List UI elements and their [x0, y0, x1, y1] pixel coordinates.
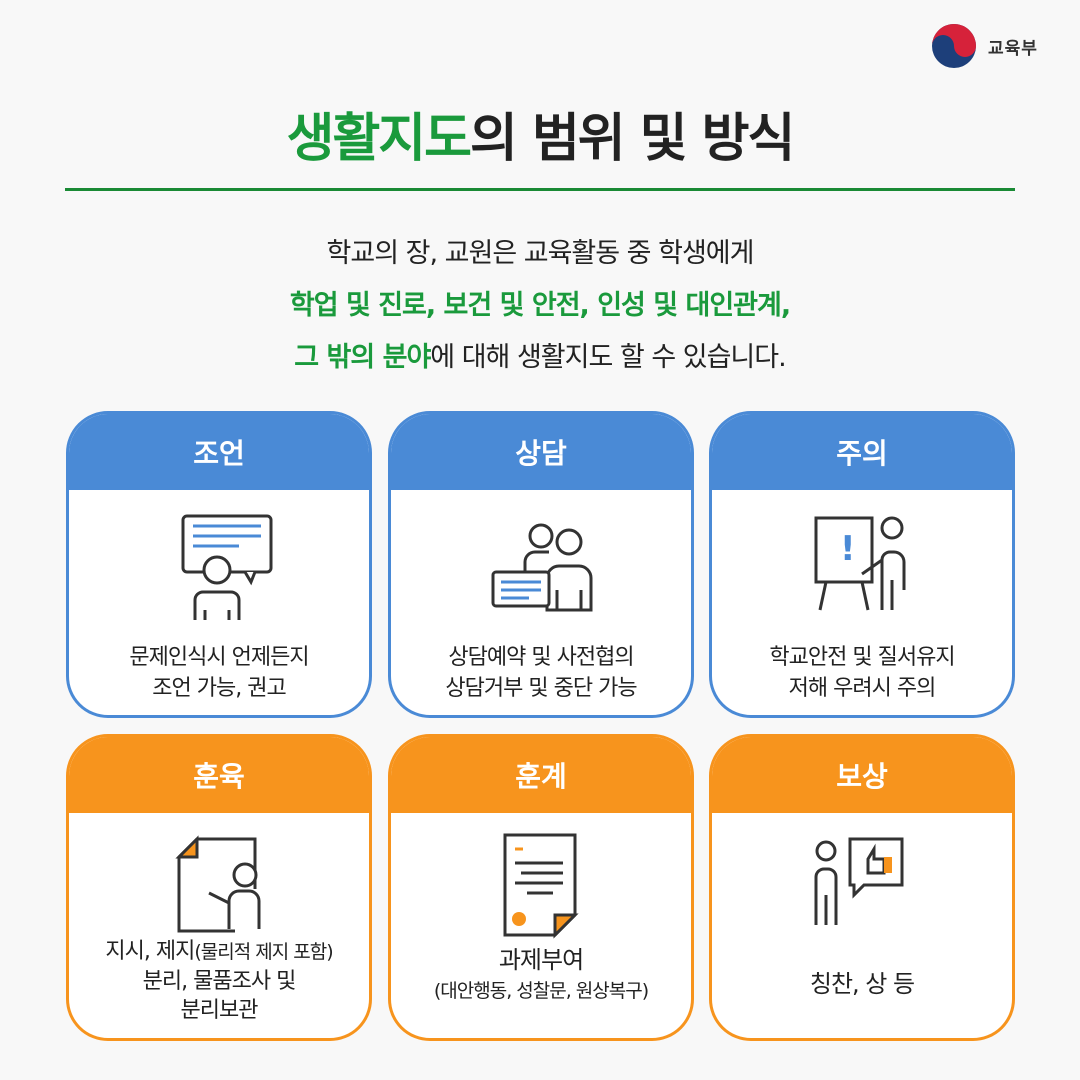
card-text-line: 분리, 물품조사 및: [142, 969, 297, 994]
card-text-line: 분리보관: [180, 998, 259, 1023]
card-admonition: 훈계 과제부여 (대안행동, 성찰문, 원상복구): [388, 734, 694, 1041]
card-title: 훈계: [391, 737, 691, 813]
assignment-document-icon: [503, 833, 579, 939]
instruction-document-icon: [175, 835, 261, 933]
presentation-person-icon: [181, 514, 273, 620]
svg-text:!: !: [840, 529, 856, 569]
intro-line-3-highlight: 그 밖의 분야: [294, 342, 431, 373]
card-text-line: (대안행동, 성찰문, 원상복구): [433, 980, 649, 1002]
card-text-line: 칭찬, 상 등: [809, 970, 915, 998]
card-title: 보상: [712, 737, 1012, 813]
counseling-people-icon: [491, 523, 593, 612]
intro-line-3: 그 밖의 분야에 대해 생활지도 할 수 있습니다.: [0, 332, 1080, 384]
card-text-line: 상담거부 및 중단 가능: [445, 676, 637, 701]
card-text-line: 지시, 제지(물리적 제지 포함): [105, 939, 333, 964]
card-title: 주의: [712, 414, 1012, 490]
card-text-line: 문제인식시 언제든지: [129, 645, 309, 670]
intro-line-2: 학업 및 진로, 보건 및 안전, 인성 및 대인관계,: [289, 290, 791, 321]
card-text-line: 조언 가능, 권고: [152, 676, 286, 701]
card-text-line: 과제부여: [498, 946, 584, 974]
intro-line-1: 학교의 장, 교원은 교육활동 중 학생에게: [326, 238, 755, 269]
taegeuk-logo-icon: [932, 24, 976, 68]
title-divider: [65, 188, 1015, 191]
page-title: 생활지도의 범위 및 방식: [0, 96, 1080, 171]
ministry-logo: 교육부: [930, 22, 1038, 70]
card-title: 훈육: [69, 737, 369, 813]
card-text-line: 학교안전 및 질서유지: [769, 645, 955, 670]
card-text-line: 저해 우려시 주의: [788, 676, 937, 701]
card-title: 상담: [391, 414, 691, 490]
intro-line-3-rest: 에 대해 생활지도 할 수 있습니다.: [430, 342, 786, 373]
title-highlight: 생활지도: [286, 109, 472, 169]
card-reward: 보상 칭찬, 상 등: [709, 734, 1015, 1041]
praise-thumbs-up-icon: [814, 837, 904, 925]
warning-board-icon: !: [814, 516, 906, 611]
card-text-line: 상담예약 및 사전협의: [448, 645, 634, 670]
title-rest: 의 범위 및 방식: [470, 109, 795, 169]
ministry-name: 교육부: [988, 38, 1038, 59]
intro-text: 학교의 장, 교원은 교육활동 중 학생에게 학업 및 진로, 보건 및 안전,…: [0, 228, 1080, 384]
card-title: 조언: [69, 414, 369, 490]
